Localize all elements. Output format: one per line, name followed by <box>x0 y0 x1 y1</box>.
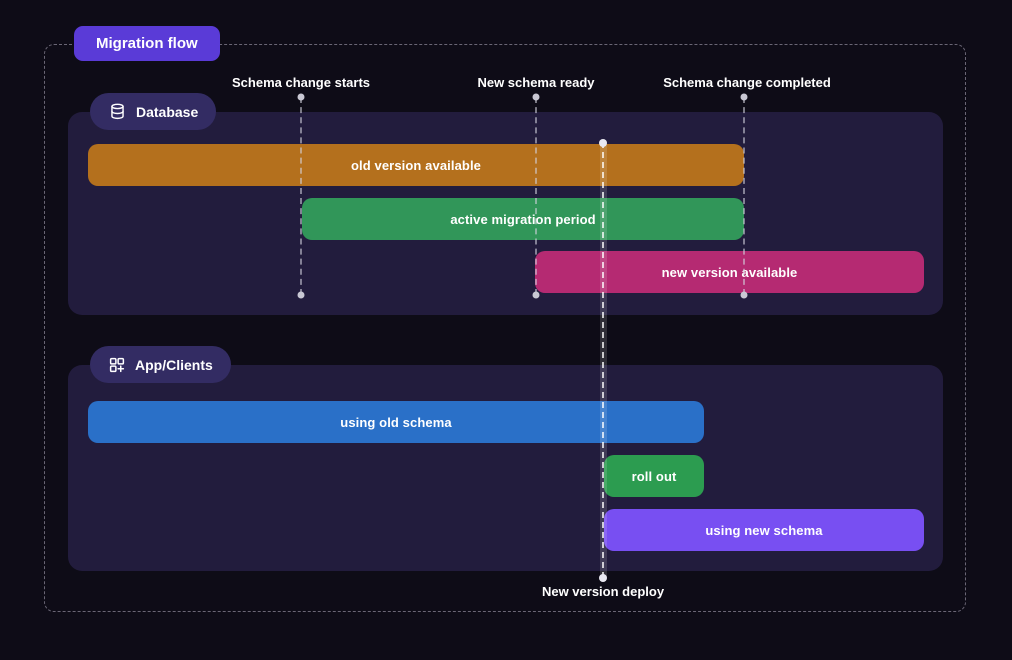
app-clients-badge: App/Clients <box>90 346 231 383</box>
milestone-dot-top <box>297 93 305 101</box>
database-badge: Database <box>90 93 217 130</box>
bar-using-new-schema: using new schema <box>604 509 924 551</box>
milestone-line-schema-change-completed <box>743 97 745 295</box>
bar-label: active migration period <box>450 211 596 227</box>
milestone-dot-bottom <box>297 291 305 299</box>
diagram-dashed-border <box>44 44 966 612</box>
milestone-dot-top <box>532 93 540 101</box>
diagram-title-badge: Migration flow <box>74 26 220 61</box>
apps-plus-icon <box>108 356 126 374</box>
milestone-label-schema-change-starts: Schema change starts <box>231 75 371 90</box>
milestone-line-new-schema-ready <box>535 97 537 295</box>
bar-roll-out: roll out <box>604 455 704 497</box>
milestone-label-new-schema-ready: New schema ready <box>477 75 595 90</box>
deploy-label: New version deploy <box>541 584 665 599</box>
deploy-dot-top <box>599 139 607 147</box>
milestone-dot-bottom <box>532 291 540 299</box>
milestone-dot-bottom <box>740 291 748 299</box>
bar-label: roll out <box>631 468 677 484</box>
bar-label: new version available <box>661 264 798 280</box>
milestone-label-schema-change-completed: Schema change completed <box>663 75 831 90</box>
bar-active-migration-period: active migration period <box>302 198 744 240</box>
milestone-line-schema-change-starts <box>300 97 302 295</box>
diagram-title: Migration flow <box>96 35 198 52</box>
database-badge-label: Database <box>136 103 199 120</box>
bar-label: using new schema <box>705 522 823 538</box>
bar-label: using old schema <box>340 414 452 430</box>
deploy-dot-bottom <box>599 574 607 582</box>
bar-old-version-available: old version available <box>88 144 744 186</box>
bar-label: old version available <box>351 157 481 173</box>
app-clients-badge-label: App/Clients <box>135 356 213 373</box>
bar-using-old-schema: using old schema <box>88 401 704 443</box>
bar-new-version-available: new version available <box>535 251 924 293</box>
milestone-dot-top <box>740 93 748 101</box>
database-icon <box>108 102 127 121</box>
deploy-line <box>602 142 604 578</box>
